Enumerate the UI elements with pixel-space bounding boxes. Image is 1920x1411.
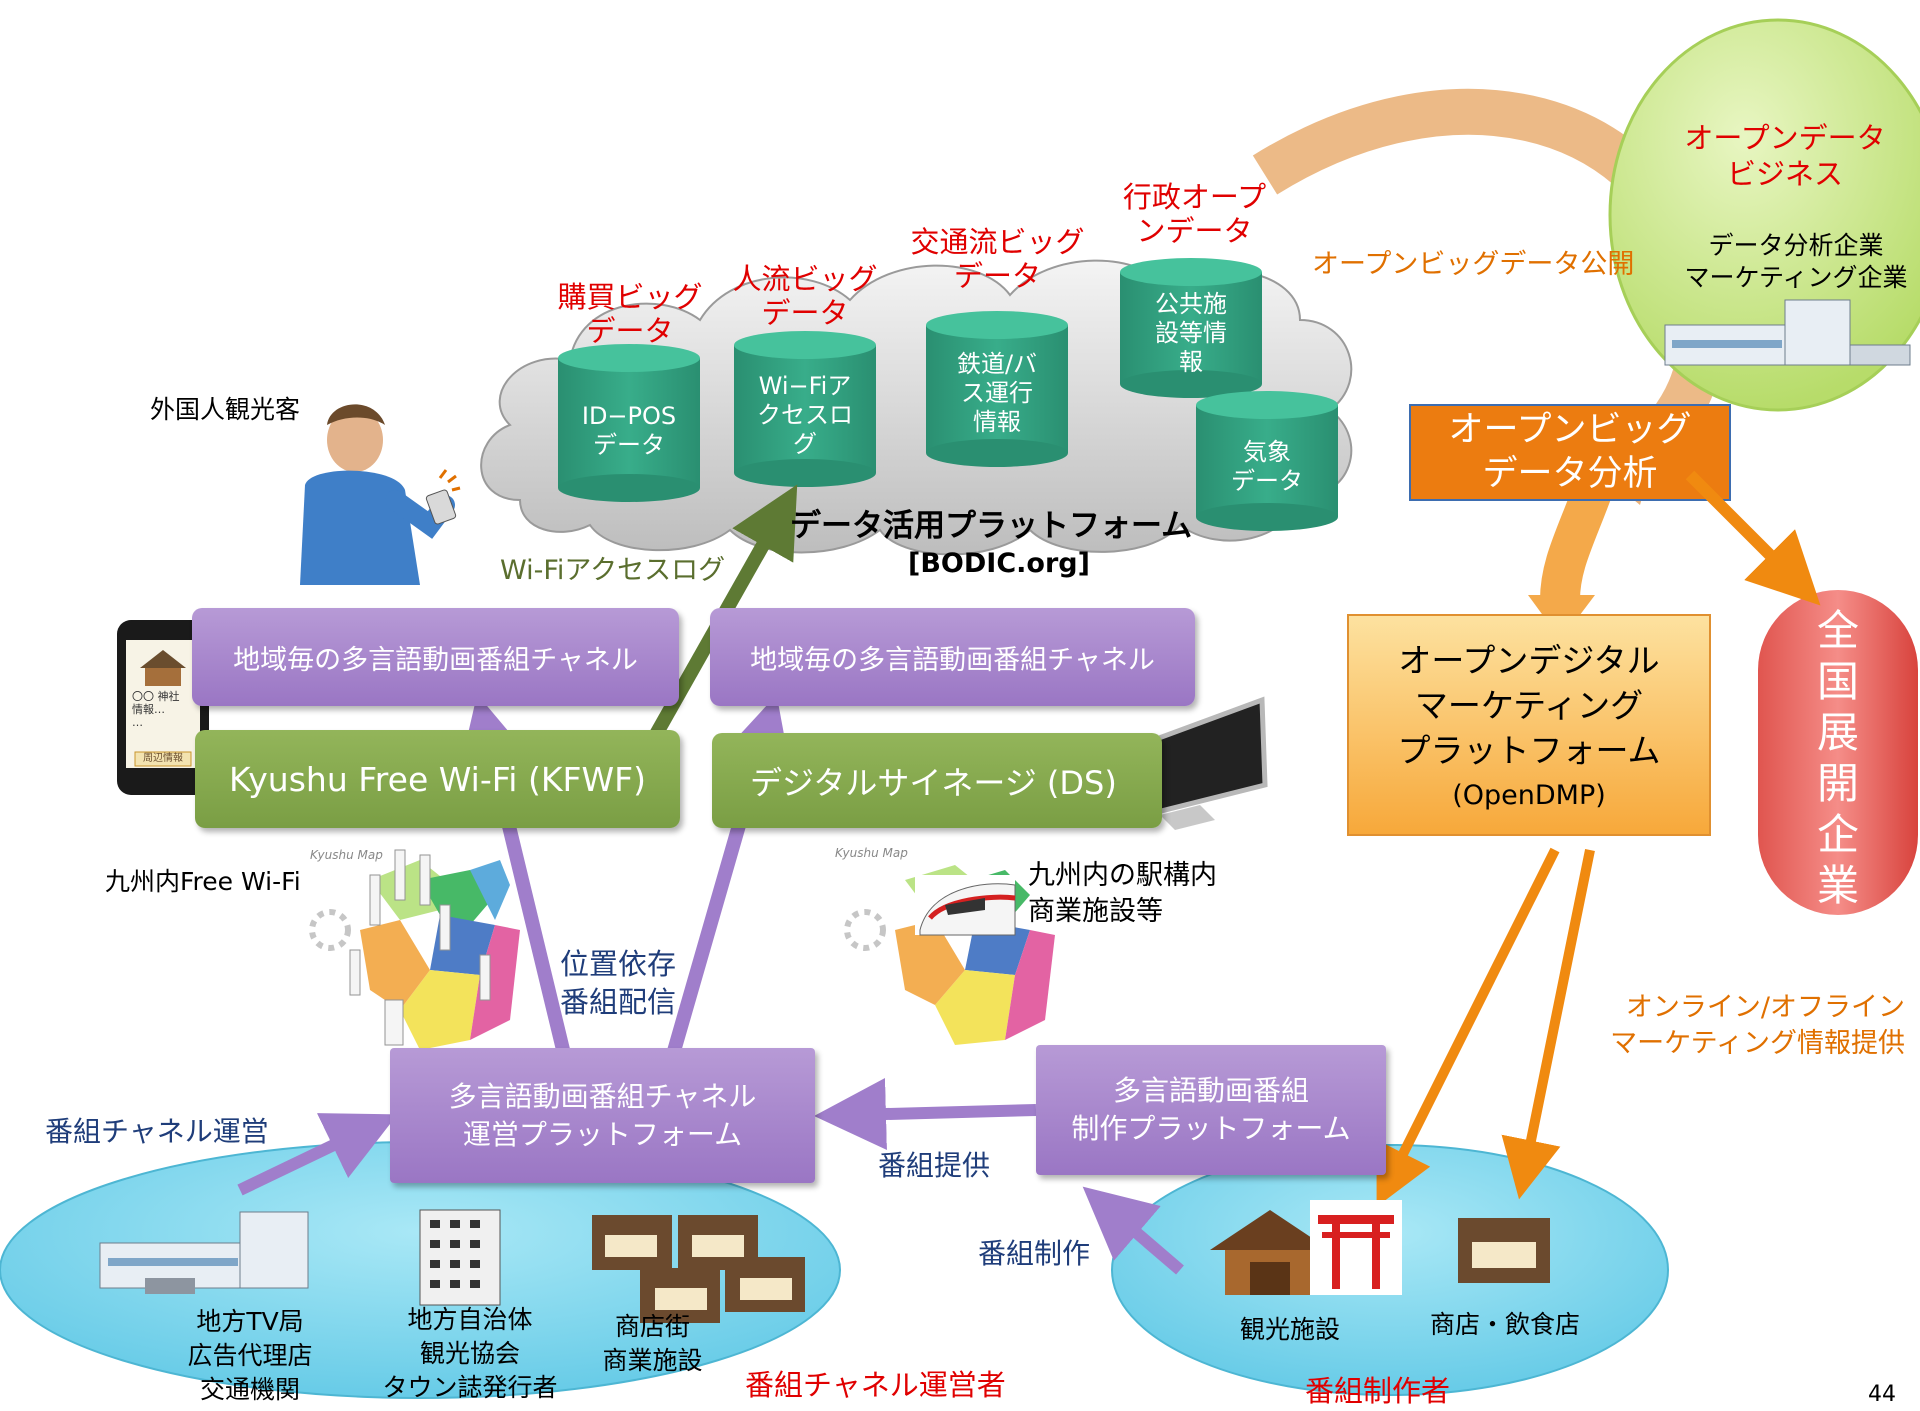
kfwf-box: Kyushu Free Wi-Fi (KFWF) (195, 730, 680, 828)
cylinder-label-2: Wi−Fiアクセスログ (757, 372, 853, 458)
channel-platform-box: 多言語動画番組チャネル運営プラットフォーム (390, 1048, 815, 1183)
kyushu-map-left (309, 849, 520, 1050)
operator-group-2: 地方自治体観光協会タウン誌発行者 (382, 1305, 558, 1402)
cloud-subtitle: [BODIC.org] (908, 548, 1090, 579)
location-delivery-label: 位置依存番組配信 (560, 947, 677, 1019)
operator-group-1: 地方TV局広告代理店交通機関 (187, 1307, 313, 1404)
torii (1310, 1200, 1402, 1295)
open-data-business-sub: データ分析企業マーケティング企業 (1684, 231, 1908, 292)
production-platform-box: 多言語動画番組制作プラットフォーム (1036, 1045, 1386, 1175)
map-title-left: Kyushu Map (310, 848, 383, 862)
channel-operation-label: 番組チャネル運営 (45, 1115, 269, 1148)
smartphone (117, 620, 209, 795)
coffee-shops (592, 1215, 805, 1323)
cylinder-wifi (734, 331, 876, 487)
wifi-log-label: Wi-Fiアクセスログ (500, 555, 726, 586)
source-heading-2: 人流ビッグデータ (732, 262, 878, 330)
phone-nearby-button: 周辺情報 (143, 753, 183, 764)
producer-shops-label: 商店・飲食店 (1430, 1310, 1581, 1339)
source-heading-1: 購買ビッグデータ (557, 280, 703, 348)
source-heading-3: 交通流ビッグデータ (910, 225, 1085, 293)
producers-caption: 番組制作者 (1305, 1374, 1451, 1408)
operator-group-3: 商店街商業施設 (602, 1312, 703, 1375)
channel-box-right: 地域毎の多言語動画番組チャネル (710, 608, 1195, 706)
cylinder-public (1120, 258, 1262, 398)
channel-box-left: 地域毎の多言語動画番組チャネル (192, 608, 679, 706)
program-production-label: 番組制作 (978, 1237, 1091, 1270)
temple (1210, 1210, 1330, 1295)
open-big-data-publish-label: オープンビッグデータ公開 (1312, 249, 1635, 280)
open-big-data-analysis-label: オープンビッグデータ分析 (1448, 410, 1692, 494)
page-number: 44 (1868, 1382, 1896, 1407)
open-big-data-analysis-box (1409, 404, 1731, 501)
operators-caption: 番組チャネル運営者 (745, 1368, 1006, 1402)
cylinder-label-4: 公共施設等情報 (1155, 290, 1227, 376)
cloud-title: データ活用プラットフォーム (790, 508, 1193, 544)
station-label: 九州内の駅構内商業施設等 (1028, 860, 1217, 927)
shop-right (1458, 1218, 1550, 1283)
cylinder-weather (1196, 391, 1338, 531)
cylinder-idpos (558, 344, 700, 502)
cylinder-transit (926, 311, 1068, 467)
producer-tourism-label: 観光施設 (1240, 1315, 1341, 1344)
factory-bottom (99, 1211, 309, 1294)
map-title-right: Kyushu Map (835, 846, 908, 860)
office-building (419, 1209, 501, 1306)
nationwide-pill (1758, 590, 1918, 915)
open-dmp-box (1347, 614, 1711, 836)
train-image (915, 875, 1016, 936)
kyushu-wifi-label: 九州内Free Wi-Fi (105, 867, 301, 896)
nationwide-label: 全国展 開企業 (1816, 606, 1859, 910)
cylinder-label-5: 気象データ (1231, 438, 1303, 495)
digital-signage-box: デジタルサイネージ (DS) (712, 733, 1162, 828)
factory-top (1664, 299, 1911, 366)
source-heading-4: 行政オープンデータ (1122, 180, 1267, 248)
phone-screen-text: 〇〇 神社情報…… (132, 690, 180, 729)
open-dmp-label: オープンデジタルマーケティングプラットフォーム (OpenDMP) (1397, 641, 1661, 811)
open-data-business-title: オープンデータビジネス (1684, 121, 1886, 191)
tourist-illustration (300, 404, 461, 585)
program-provision-label: 番組提供 (878, 1149, 991, 1182)
cylinder-label-3: 鉄道/バス運行情報 (956, 350, 1038, 436)
online-offline-label: オンライン/オフラインマーケティング情報提供 (1610, 992, 1905, 1059)
tourist-label: 外国人観光客 (150, 395, 301, 424)
